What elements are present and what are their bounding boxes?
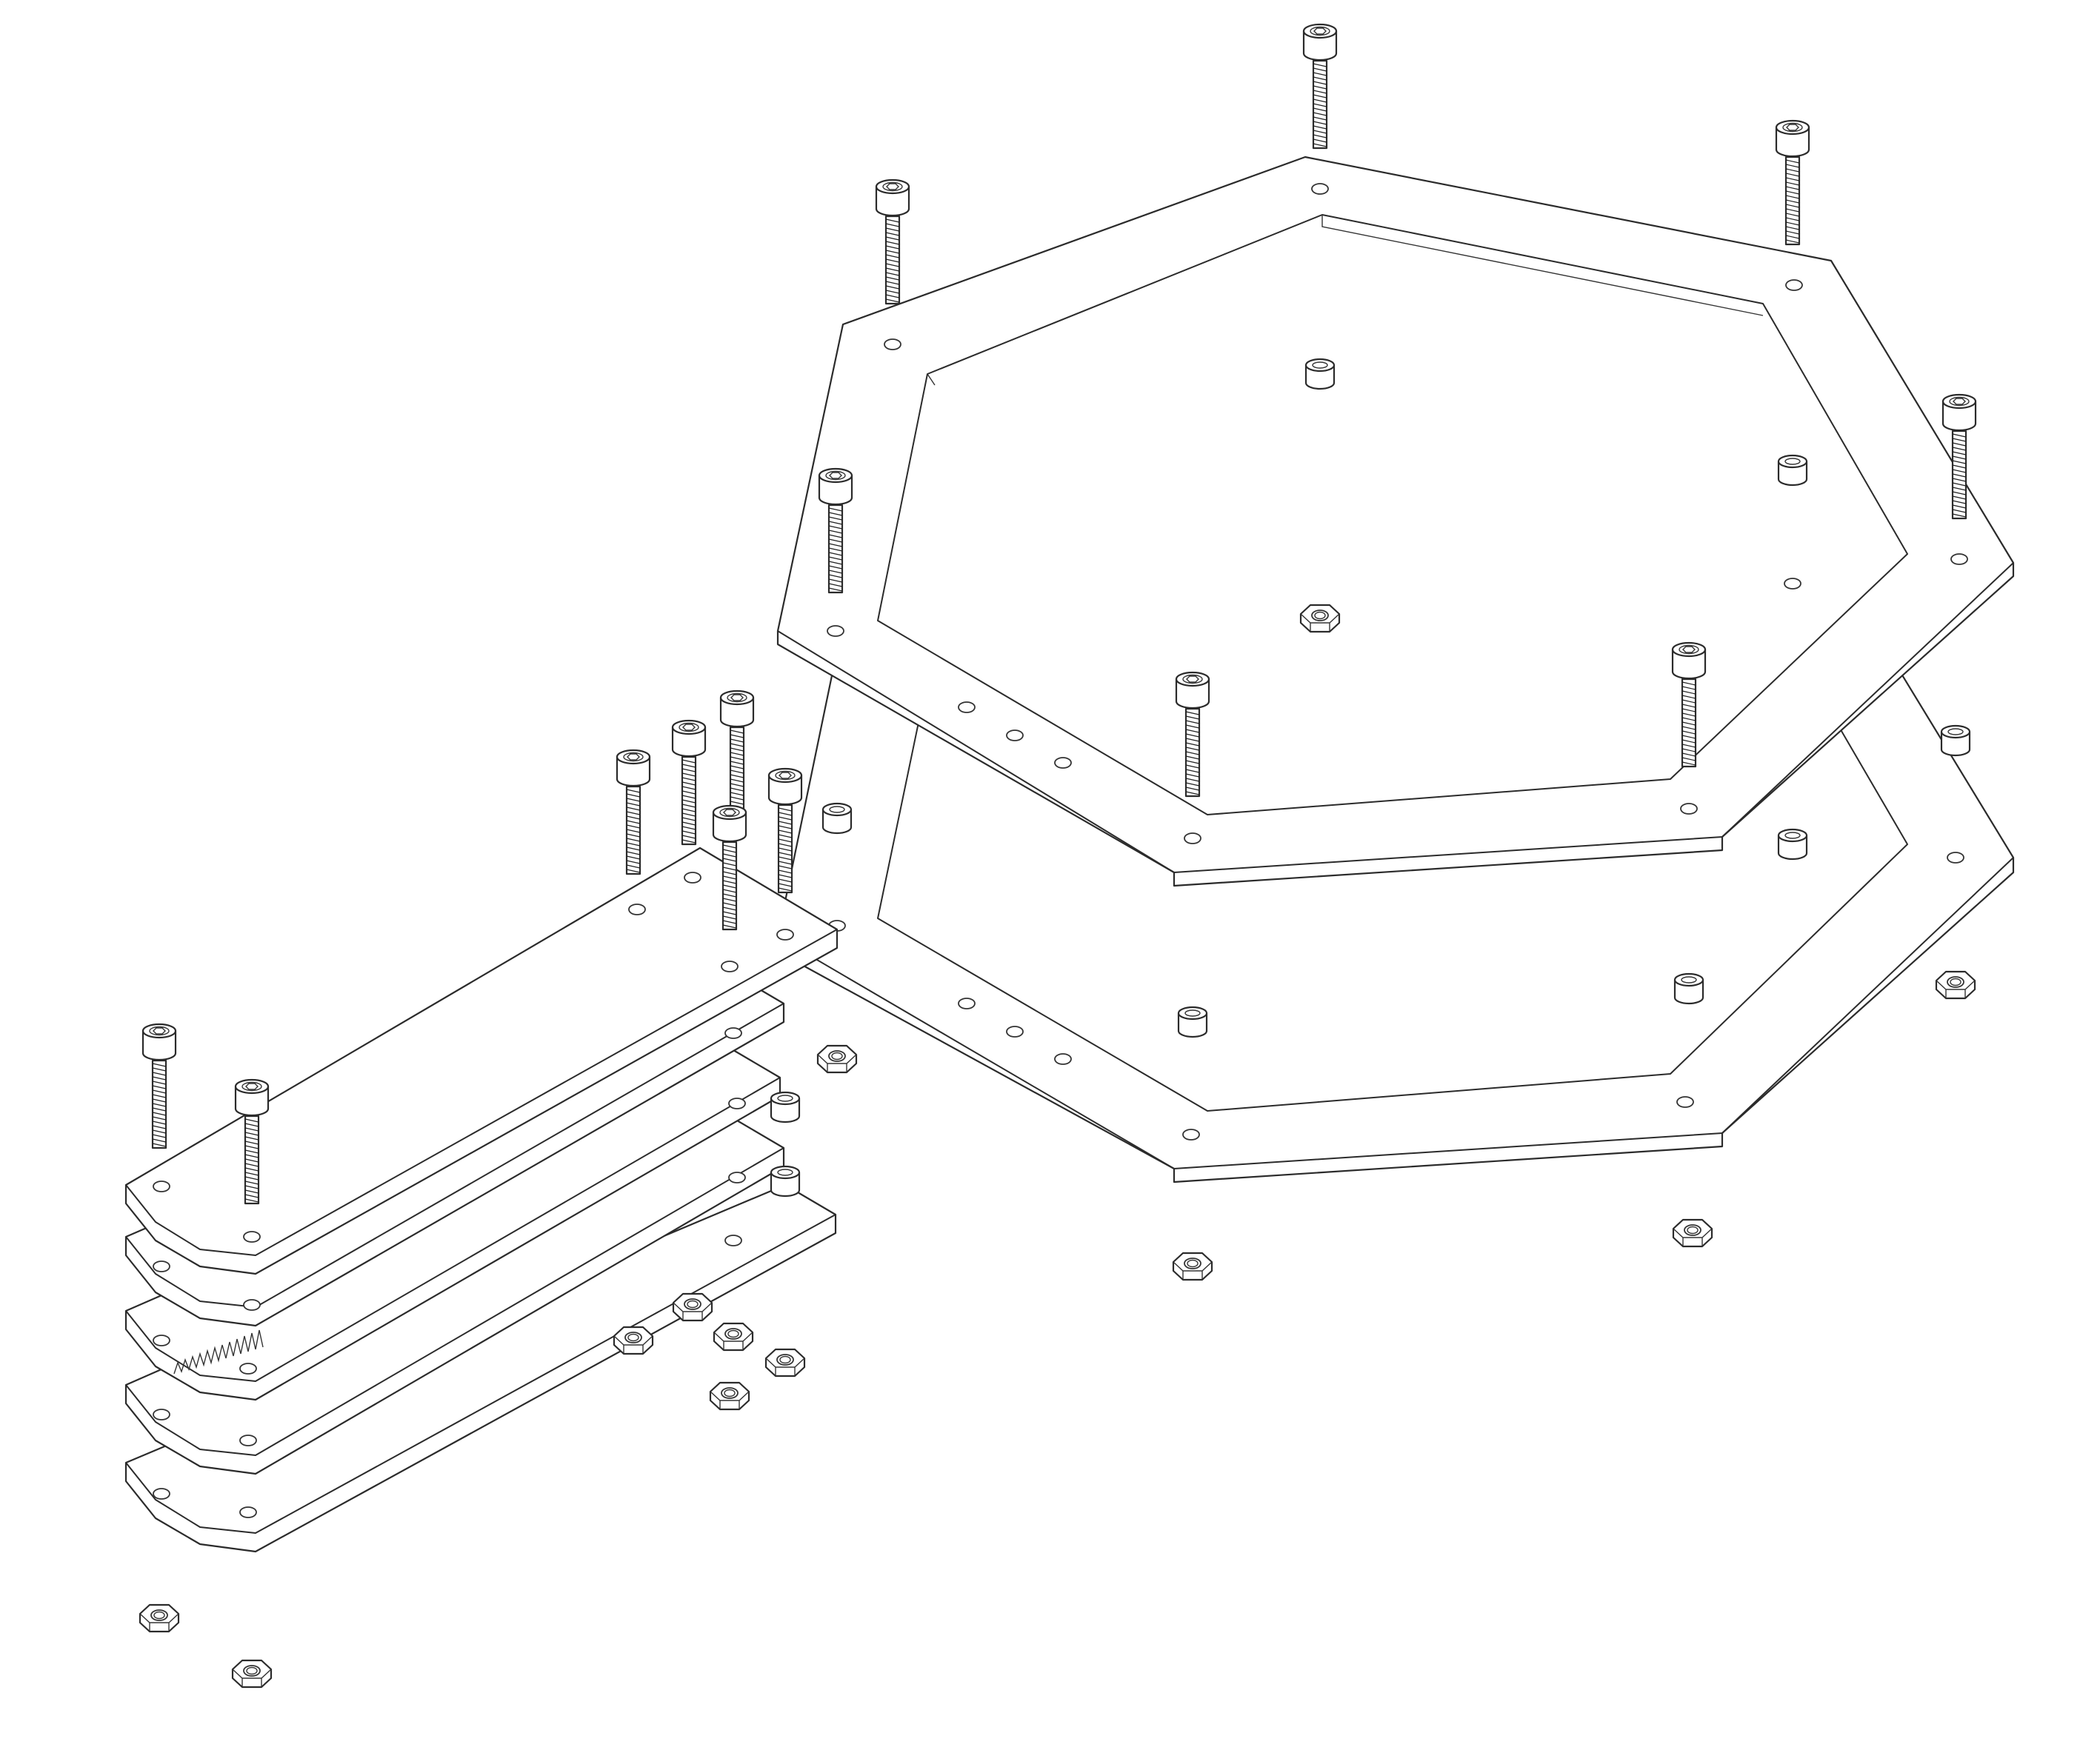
long-plate-4 xyxy=(124,1117,785,1475)
long-plate-5 xyxy=(124,1183,837,1553)
upper-ring-holes xyxy=(827,183,1968,844)
long-plate-3 xyxy=(124,1046,781,1401)
upper-octagon-ring xyxy=(776,156,2015,887)
long-plate-1 xyxy=(124,847,839,1275)
gear-teeth xyxy=(173,1329,264,1375)
